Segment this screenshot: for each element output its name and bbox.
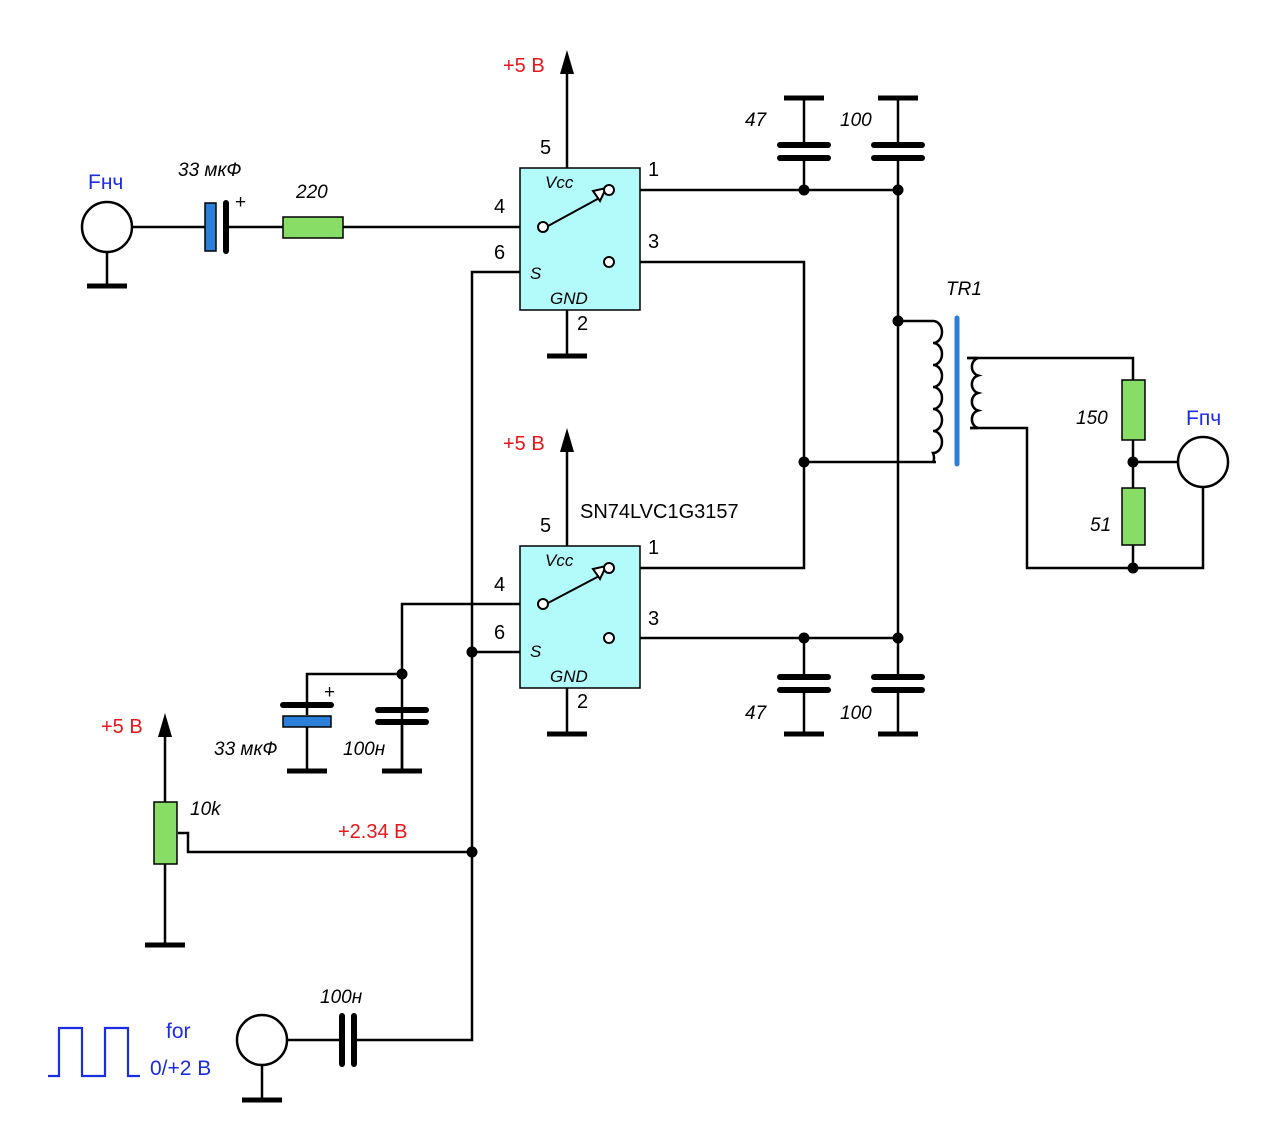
wires — [105, 72, 1205, 1099]
ic-bottom-s: S — [530, 642, 542, 661]
resistor-220 — [282, 216, 344, 239]
pot-label: 10k — [190, 799, 222, 820]
ic-bottom-gnd: GND — [550, 667, 588, 686]
r51-label: 51 — [1090, 515, 1111, 536]
r150-label: 150 — [1076, 408, 1108, 429]
ic-top-s: S — [530, 264, 542, 283]
ic-top-gnd: GND — [550, 289, 588, 308]
bias-ecap-polarity: + — [324, 682, 335, 703]
pin-6-top: 6 — [494, 242, 505, 264]
pin-2-top: 2 — [577, 313, 588, 335]
c100-bottom-label: 100 — [840, 703, 872, 724]
pin-4-bottom: 4 — [494, 574, 505, 596]
clk-cap-label: 100н — [320, 987, 363, 1008]
pin-1-bottom: 1 — [648, 537, 659, 559]
c100-top-label: 100 — [840, 110, 872, 131]
c47-bottom-label: 47 — [745, 703, 768, 724]
pin-1-top: 1 — [648, 159, 659, 181]
pin-3-bottom: 3 — [648, 608, 659, 630]
bias-ecap-label: 33 мкФ — [214, 739, 278, 760]
ground-symbols — [87, 95, 918, 1103]
square-wave-icon — [48, 1026, 140, 1078]
power-label-pot: +5 В — [101, 716, 143, 738]
cap-100n-bias — [375, 707, 429, 725]
power-arrow-bottom-ic — [560, 428, 574, 452]
ecap-input — [204, 200, 229, 254]
pin-numbers: 5 1 4 3 6 2 5 1 4 3 6 2 — [494, 137, 659, 713]
resistor-51 — [1121, 487, 1146, 546]
junctions — [396, 184, 1139, 858]
in-cap-label: 33 мкФ — [178, 160, 242, 181]
resistor-150 — [1121, 379, 1146, 441]
connector-if-out — [1176, 435, 1230, 489]
cap-100n-clock — [339, 1013, 357, 1067]
bias-cap-label: 100н — [343, 739, 386, 760]
lf-input-label: Fнч — [88, 171, 123, 194]
clock-label-line1: for — [166, 1020, 191, 1043]
cap-100-top — [871, 142, 925, 161]
power-arrow-top — [560, 50, 574, 74]
ic-top: Vcc S GND — [519, 167, 641, 311]
transformer-tr1 — [931, 315, 983, 467]
pin-5-top: 5 — [540, 137, 551, 159]
power-label-bottom-ic: +5 В — [503, 433, 545, 455]
ecap-bias — [280, 702, 334, 728]
ic-bottom-vcc: Vcc — [545, 551, 574, 570]
connector-lf-in — [80, 200, 134, 254]
potentiometer-10k — [153, 801, 178, 865]
ic-top-vcc: Vcc — [545, 173, 574, 192]
cap-100-bottom — [871, 674, 925, 693]
pin-6-bottom: 6 — [494, 622, 505, 644]
bias-voltage-label: +2.34 В — [338, 821, 408, 843]
in-res-label: 220 — [295, 182, 328, 203]
pin-5-bottom: 5 — [540, 515, 551, 537]
in-cap-polarity: + — [235, 192, 246, 213]
power-arrow-pot — [158, 713, 172, 737]
connector-clock-in — [235, 1013, 289, 1067]
power-label-top-ic: +5 В — [503, 55, 545, 77]
if-output-label: Fпч — [1186, 407, 1221, 430]
transformer-label: TR1 — [946, 279, 982, 300]
cap-47-bottom — [777, 674, 831, 693]
cap-47-top — [777, 142, 831, 161]
ic-bottom: Vcc S GND — [519, 545, 641, 689]
clock-label-line2: 0/+2 В — [150, 1057, 211, 1080]
c47-top-label: 47 — [745, 110, 768, 131]
pin-2-bottom: 2 — [577, 691, 588, 713]
pin-3-top: 3 — [648, 231, 659, 253]
ic-part-label: SN74LVC1G3157 — [580, 501, 739, 523]
pin-4-top: 4 — [494, 196, 505, 218]
